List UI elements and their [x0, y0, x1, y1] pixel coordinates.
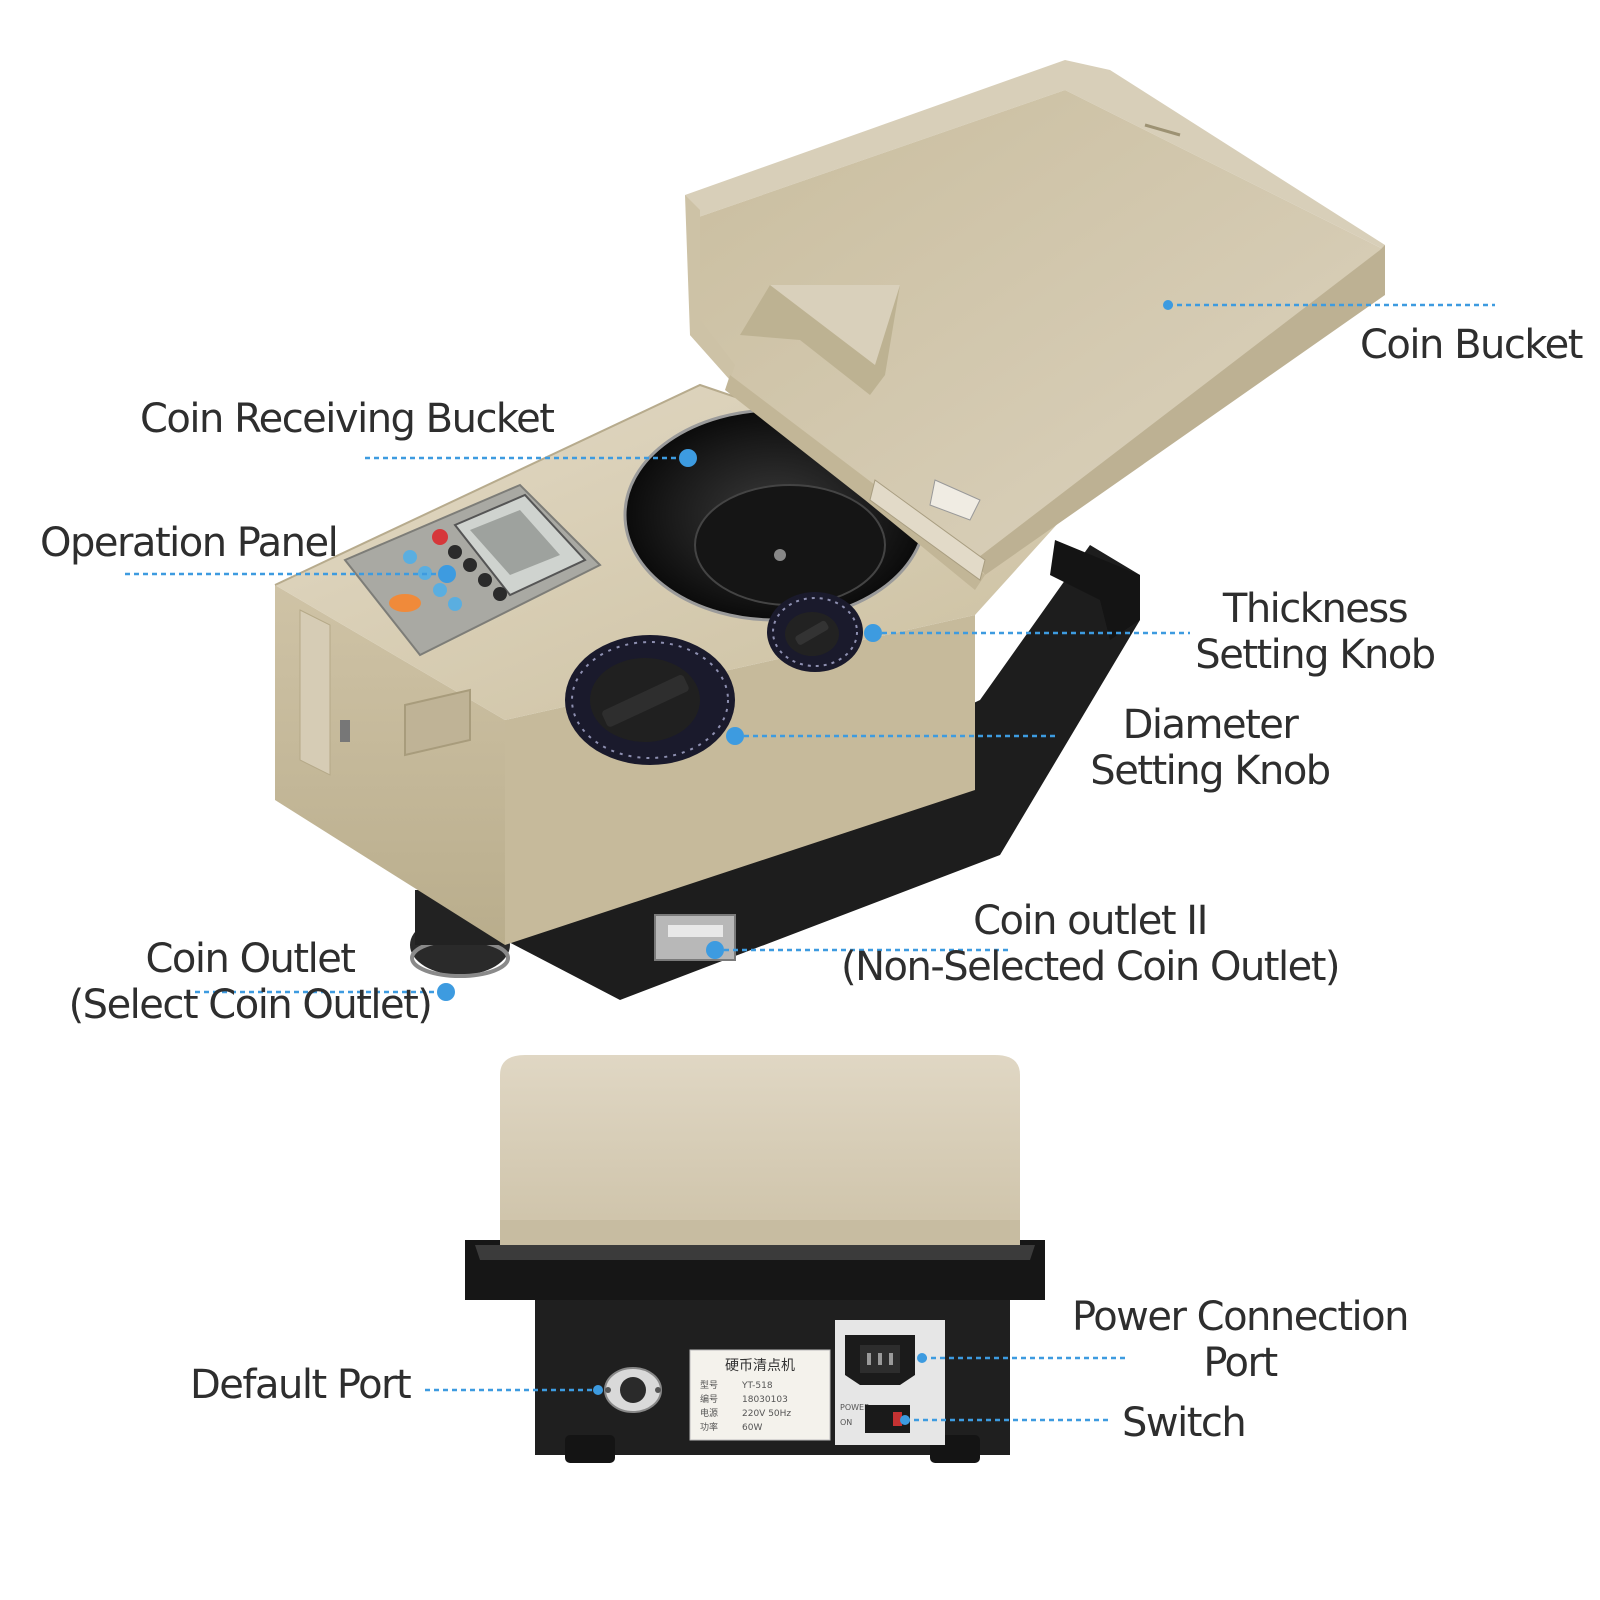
label-power-port-line1: Power Connection	[1072, 1294, 1409, 1340]
label-coin-receiving-bucket: Coin Receiving Bucket	[140, 396, 555, 442]
label-coin-outlet-2-line1: Coin outlet II	[973, 898, 1208, 944]
label-power-port: Power Connection Port	[1050, 1294, 1430, 1386]
power-connection-port[interactable]	[845, 1335, 915, 1385]
diameter-setting-knob[interactable]	[565, 635, 735, 765]
default-port[interactable]	[604, 1367, 662, 1413]
label-coin-bucket: Coin Bucket	[1360, 322, 1583, 368]
nameplate-value-2: 220V 50Hz	[742, 1409, 791, 1419]
nameplate-key-1: 编号	[700, 1393, 718, 1405]
label-operation-panel: Operation Panel	[40, 520, 339, 566]
label-diameter-line1: Diameter	[1122, 702, 1299, 748]
card-slot	[404, 688, 471, 757]
nameplate-value-0: YT-518	[741, 1381, 773, 1391]
label-thickness-knob: Thickness Setting Knob	[1165, 586, 1465, 678]
nameplate-key-2: 电源	[700, 1407, 718, 1419]
nameplate-value-3: 60W	[742, 1423, 762, 1433]
label-thickness-line1: Thickness	[1222, 586, 1409, 632]
base-handle	[1050, 540, 1140, 640]
nameplate-title: 硬币清点机	[725, 1358, 795, 1374]
power-text: POWER	[840, 1403, 870, 1412]
callout-lines	[125, 303, 1495, 1422]
callout-dots	[437, 300, 1173, 1425]
coin-bucket	[685, 60, 1385, 590]
label-coin-outlet-2: Coin outlet II (Non-Selected Coin Outlet…	[830, 898, 1350, 990]
thickness-setting-knob[interactable]	[767, 592, 863, 672]
label-switch: Switch	[1122, 1400, 1247, 1446]
rear-beige-cover	[500, 1055, 1020, 1245]
machine-rear-view: 硬币清点机 型号 YT-518 编号 18030103 电源 220V 50Hz…	[465, 1055, 1045, 1463]
nameplate: 硬币清点机 型号 YT-518 编号 18030103 电源 220V 50Hz…	[689, 1349, 831, 1441]
label-default-port: Default Port	[190, 1362, 412, 1408]
label-coin-outlet: Coin Outlet (Select Coin Outlet)	[60, 936, 440, 1028]
nameplate-value-1: 18030103	[742, 1395, 788, 1405]
machine-top-view	[274, 60, 1385, 1000]
label-diameter-knob: Diameter Setting Knob	[1060, 702, 1360, 794]
label-diameter-line2: Setting Knob	[1090, 748, 1331, 794]
label-coin-outlet-line2: (Select Coin Outlet)	[68, 982, 433, 1028]
on-text: ON	[840, 1418, 852, 1427]
nameplate-key-3: 功率	[700, 1421, 718, 1433]
label-coin-outlet-line1: Coin Outlet	[145, 936, 356, 982]
nameplate-key-0: 型号	[700, 1380, 718, 1391]
label-coin-outlet-2-line2: (Non-Selected Coin Outlet)	[840, 944, 1341, 990]
label-thickness-line2: Setting Knob	[1195, 632, 1436, 678]
label-power-port-line2: Port	[1203, 1340, 1278, 1386]
body-left-face	[275, 585, 505, 945]
